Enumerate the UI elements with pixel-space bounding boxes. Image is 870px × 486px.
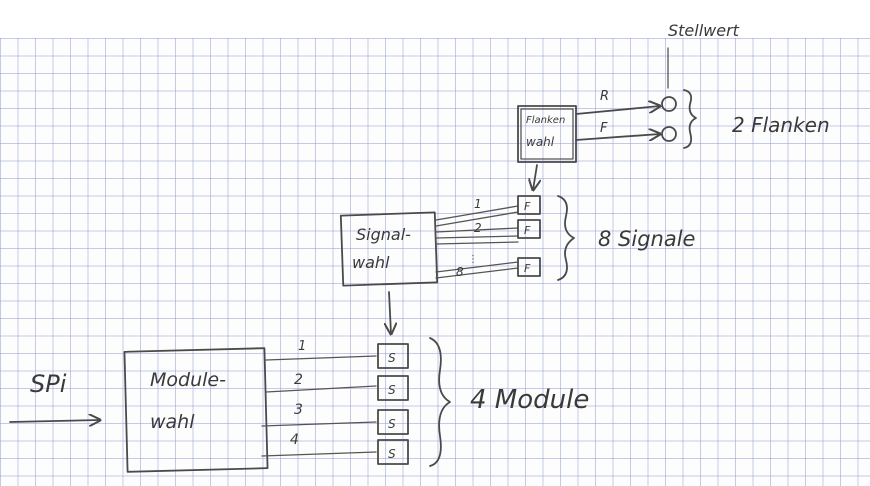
signal-latch bbox=[517, 195, 541, 215]
module-brace bbox=[429, 337, 451, 467]
signal-wahl-line1: Signal- bbox=[356, 225, 411, 244]
signal-output-8-label: 8 bbox=[456, 265, 464, 279]
signal-wahl-line2: wahl bbox=[352, 253, 390, 272]
spi-input-arrow bbox=[9, 420, 100, 422]
module-latch bbox=[377, 409, 409, 435]
flanken-wahl-line1: Flanken bbox=[526, 115, 565, 126]
signal-to-module-arrow bbox=[389, 291, 391, 334]
module-latch-label: S bbox=[388, 447, 396, 461]
module-latch-label: S bbox=[388, 351, 396, 365]
signal-latch bbox=[517, 219, 541, 239]
flanken-wahl-line2: wahl bbox=[526, 135, 555, 149]
signal-latch-label: F bbox=[524, 200, 531, 213]
module-latch bbox=[377, 439, 409, 465]
module-count-label: 4 Module bbox=[470, 385, 589, 415]
output-circle-f bbox=[661, 126, 677, 142]
module-output-3-label: 3 bbox=[294, 402, 303, 418]
signal-output-2-label: 2 bbox=[474, 221, 482, 235]
signal-latch-label: F bbox=[524, 224, 531, 237]
flanken-output-f-label: F bbox=[600, 121, 608, 136]
module-wahl-line1: Module- bbox=[150, 369, 226, 391]
signal-wahl-block bbox=[339, 211, 439, 287]
signal-output-1-label: 1 bbox=[474, 197, 482, 211]
flanken-wahl-block bbox=[517, 105, 577, 163]
signal-brace bbox=[557, 195, 575, 281]
module-latch-column: S S S S bbox=[377, 343, 409, 465]
graph-paper-grid bbox=[0, 38, 870, 486]
flanken-output-r-label: R bbox=[600, 89, 609, 104]
flanken-output-f-line bbox=[575, 134, 660, 140]
module-wahl-block bbox=[123, 347, 269, 473]
module-output-4-label: 4 bbox=[290, 432, 299, 448]
module-output-1-label: 1 bbox=[298, 339, 306, 354]
output-circle-r bbox=[661, 96, 677, 112]
flanken-count-label: 2 Flanken bbox=[732, 113, 830, 137]
svg-text:⋮: ⋮ bbox=[468, 254, 478, 265]
signal-latch-label: F bbox=[524, 262, 531, 275]
module-latch-label: S bbox=[388, 383, 396, 397]
signal-latch-column: F F F bbox=[517, 195, 541, 277]
module-latch-label: S bbox=[388, 417, 396, 431]
spi-label: SPi bbox=[30, 370, 67, 398]
signale-count-label: 8 Signale bbox=[598, 227, 695, 251]
flanken-output-r-line bbox=[575, 106, 660, 115]
signal-latch bbox=[517, 257, 541, 277]
module-latch bbox=[377, 375, 409, 401]
module-latch bbox=[377, 343, 409, 369]
module-output-2-label: 2 bbox=[294, 372, 303, 388]
module-wahl-line2: wahl bbox=[150, 411, 195, 433]
stellwert-label: Stellwert bbox=[668, 21, 740, 40]
flanken-to-signal-arrow bbox=[533, 164, 537, 190]
flanken-brace bbox=[683, 89, 697, 149]
